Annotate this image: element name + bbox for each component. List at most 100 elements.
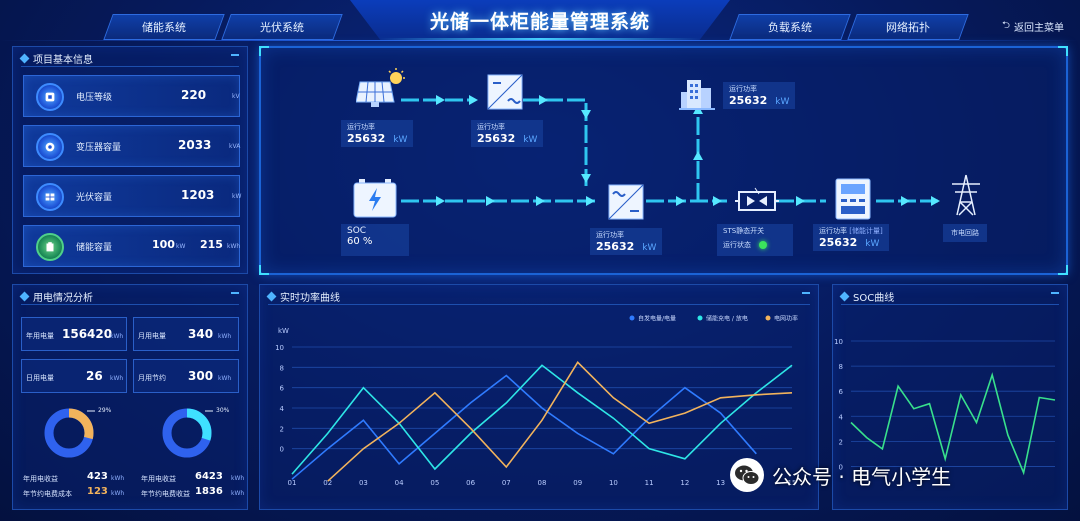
x-tick-label: 15 bbox=[788, 479, 797, 487]
stat-month-saving: 月用节约 300 kWh bbox=[133, 359, 239, 393]
series-line-2 bbox=[327, 361, 793, 482]
storage-power-unit: kW bbox=[176, 243, 186, 250]
usage-panel: 用电情况分析 年用电量 156420 kWh 月用电量 340 kWh 日用电量… bbox=[12, 284, 248, 510]
y-tick-label: 10 bbox=[834, 338, 843, 346]
x-tick-label: 09 bbox=[573, 479, 582, 487]
legend-label-0: 自发电量/电量 bbox=[638, 315, 676, 323]
info-unit: kW bbox=[232, 193, 242, 200]
y-tick-label: 6 bbox=[280, 385, 285, 393]
info-value: 1203 bbox=[181, 188, 215, 202]
pv-icon bbox=[36, 183, 64, 211]
x-tick-label: 07 bbox=[502, 479, 511, 487]
battery-readout: SOC 60 % bbox=[341, 224, 409, 256]
info-label: 光伏容量 bbox=[76, 193, 113, 203]
x-tick-label: 03 bbox=[359, 479, 368, 487]
power-chart-title: 实时功率曲线 bbox=[280, 293, 340, 304]
inverter-icon bbox=[487, 74, 523, 110]
voltage-icon bbox=[36, 83, 64, 111]
y-tick-label: 8 bbox=[280, 364, 284, 372]
storage-energy-unit: kWh bbox=[227, 243, 241, 250]
series-line-0 bbox=[291, 374, 757, 480]
grid-readout: 市电回路 bbox=[943, 224, 987, 242]
series-line-0 bbox=[850, 372, 1056, 476]
legend-marker-2 bbox=[765, 315, 771, 321]
series-line-1 bbox=[291, 364, 793, 475]
info-value: 220 bbox=[181, 88, 207, 102]
header-divider bbox=[0, 40, 1080, 41]
info-value: 2033 bbox=[178, 138, 212, 152]
y-tick-label: 4 bbox=[280, 405, 285, 413]
info-label: 变压器容量 bbox=[76, 143, 122, 153]
back-arrow-icon: ⮌ bbox=[1001, 20, 1010, 31]
info-card-voltage: 电压等级 220 kV bbox=[23, 75, 240, 117]
legend-marker-1 bbox=[697, 315, 703, 321]
wechat-icon bbox=[730, 458, 764, 492]
x-tick-label: 13 bbox=[716, 479, 725, 487]
diamond-icon bbox=[839, 291, 850, 302]
wechat-watermark: 公众号 · 电气小学生 bbox=[730, 458, 951, 492]
power-tower-icon bbox=[952, 174, 980, 216]
solar-panel-icon bbox=[356, 68, 405, 107]
x-tick-label: 02 bbox=[323, 479, 332, 487]
x-tick-label: 10 bbox=[609, 479, 618, 487]
donut-2-label: 30% bbox=[216, 407, 230, 414]
y-tick-label: 2 bbox=[839, 438, 843, 446]
y-tick-label: 6 bbox=[839, 388, 844, 396]
donut-chart-2 bbox=[162, 408, 213, 458]
x-tick-label: 04 bbox=[395, 479, 404, 487]
page-title: 光储一体柜能量管理系统 bbox=[429, 10, 650, 33]
info-card-transformer: 变压器容量 2033 kVA bbox=[23, 125, 240, 167]
topology-lines bbox=[401, 95, 941, 206]
x-tick-label: 01 bbox=[288, 479, 297, 487]
x-tick-label: 06 bbox=[466, 479, 475, 487]
tab-load-system[interactable]: 负载系统 bbox=[729, 14, 851, 40]
usage-row-2: 年节约电费成本 123 kWh 年节约电费收益 1836 kWh bbox=[23, 486, 245, 498]
x-tick-label: 08 bbox=[538, 479, 547, 487]
soc-chart-title: SOC曲线 bbox=[853, 293, 895, 304]
stat-month-usage: 月用电量 340 kWh bbox=[133, 317, 239, 351]
donut-chart-1 bbox=[44, 408, 95, 458]
stat-day-usage: 日用电量 26 kWh bbox=[21, 359, 127, 393]
legend-label-2: 电网功率 bbox=[774, 315, 798, 323]
x-tick-label: 11 bbox=[645, 479, 654, 487]
tab-storage-system[interactable]: 储能系统 bbox=[103, 14, 225, 40]
title-banner: 光储一体柜能量管理系统 bbox=[350, 0, 730, 40]
y-tick-label: 0 bbox=[280, 446, 284, 454]
pcs-icon bbox=[608, 184, 644, 220]
power-chart: 0246810kW010203040506070809101112131415自… bbox=[275, 315, 798, 488]
building-icon bbox=[679, 80, 715, 110]
y-axis-label: kW bbox=[278, 327, 289, 335]
tab-pv-system[interactable]: 光伏系统 bbox=[221, 14, 343, 40]
back-to-menu-button[interactable]: ⮌ 返回主菜单 bbox=[1001, 20, 1064, 34]
stat-year-usage: 年用电量 156420 kWh bbox=[21, 317, 127, 351]
storage-energy-value: 215 bbox=[200, 238, 223, 251]
battery-icon bbox=[36, 233, 64, 261]
y-tick-label: 4 bbox=[839, 413, 844, 421]
legend-marker-0 bbox=[629, 315, 635, 321]
donut-1-arc bbox=[44, 408, 94, 458]
usage-row-1: 年用电收益 423 kWh 年用电收益 6423 kWh bbox=[23, 471, 245, 483]
info-label: 储能容量 bbox=[76, 243, 113, 253]
legend-label-1: 储能充电 / 放电 bbox=[706, 315, 748, 323]
transformer-icon bbox=[36, 133, 64, 161]
diamond-icon bbox=[19, 53, 30, 64]
battery-storage-icon bbox=[353, 179, 397, 218]
storage-power-value: 100 bbox=[152, 238, 175, 251]
info-unit: kV bbox=[232, 93, 240, 100]
info-card-storage: 储能容量 100 kW 215 kWh bbox=[23, 225, 240, 267]
info-unit: kVA bbox=[229, 143, 241, 150]
info-label: 电压等级 bbox=[76, 93, 113, 103]
tab-network-topology[interactable]: 网络拓扑 bbox=[847, 14, 969, 40]
project-info-title: 项目基本信息 bbox=[33, 55, 93, 66]
sts-switch-icon bbox=[735, 187, 779, 211]
y-tick-label: 8 bbox=[839, 363, 843, 371]
